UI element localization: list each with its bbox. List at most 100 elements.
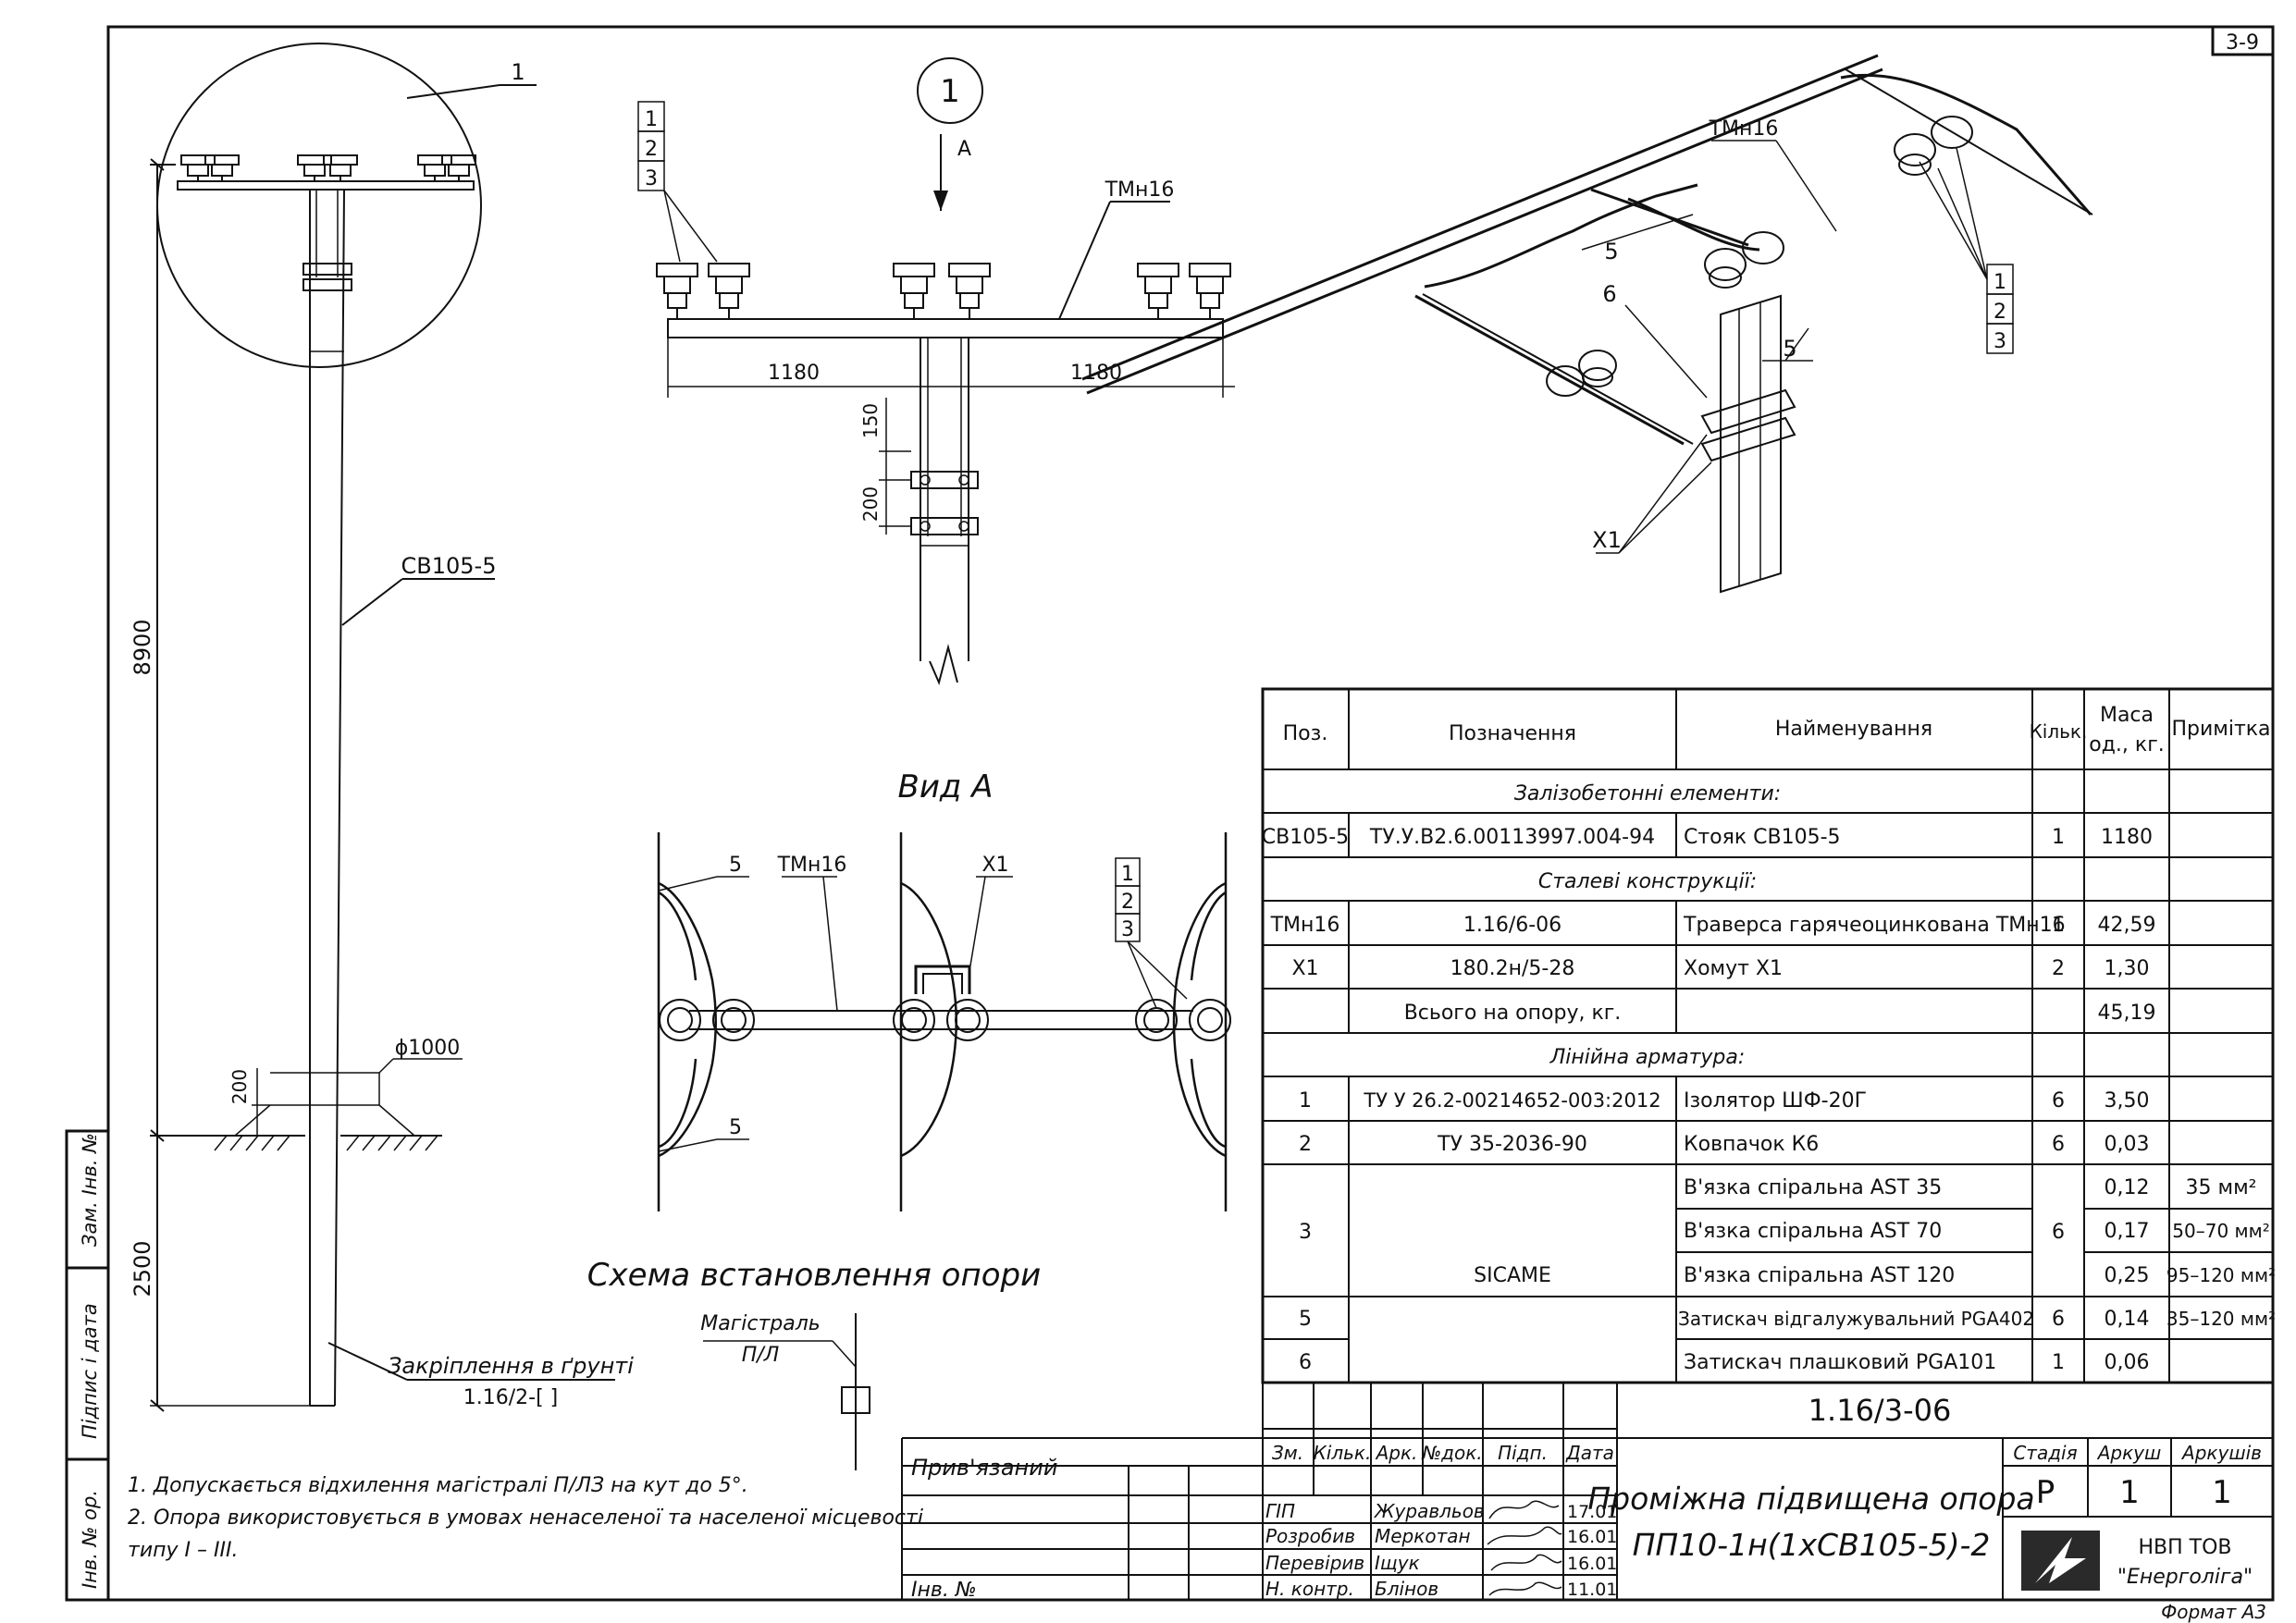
view-a-title: Вид А	[898, 768, 994, 805]
detail-callout-1: 1	[645, 108, 658, 131]
view-a: Вид А 5 5 ТМн16	[657, 768, 1231, 1211]
hdr-qty: Кільк.	[2030, 720, 2088, 743]
date-norm: 11.01	[1567, 1580, 1617, 1600]
hdr-pos: Поз.	[1283, 722, 1328, 745]
person-dev: Меркотан	[1375, 1525, 1471, 1547]
r7-mass: 0,14	[2105, 1308, 2150, 1331]
pole-callout-1: 1	[511, 59, 525, 85]
stamp-inv-orig: Інв. № ор.	[79, 1490, 101, 1589]
title-line-1: Проміжна підвищена опора	[1587, 1481, 2034, 1517]
r1-mass: 1180	[2101, 826, 2153, 849]
spec-table: Поз. Позначення Найменування Кільк. Маса…	[1261, 687, 2276, 1384]
person-norm: Блінов	[1375, 1578, 1438, 1600]
r6c-mass: 0,25	[2105, 1264, 2150, 1287]
hdr-note: Примітка	[2171, 718, 2270, 741]
r4-mass: 3,50	[2105, 1089, 2150, 1113]
hdr-designation: Позначення	[1449, 722, 1576, 745]
col-kilk: Кільк.	[1314, 1442, 1372, 1464]
iso-label-x1: Х1	[1592, 527, 1622, 553]
view-a-label-5b: 5	[729, 1116, 742, 1139]
r5-designation: ТУ 35-2036-90	[1437, 1133, 1587, 1156]
view-a-traverse-label: ТМн16	[777, 854, 847, 877]
r1-pos: СВ105-5	[1262, 826, 1349, 849]
note-3: типу I – III.	[128, 1539, 238, 1562]
detail-arrow-label: А	[957, 138, 971, 161]
r3-name: Хомут Х1	[1684, 957, 1783, 980]
iso-callout-3: 3	[1994, 330, 2006, 353]
stage-value: Р	[2036, 1474, 2055, 1511]
dim-200-clamp: 200	[859, 486, 882, 522]
r6b-mass: 0,17	[2105, 1220, 2150, 1243]
col-date: Дата	[1565, 1442, 1614, 1464]
r7-name: Затискач відгалужувальний PGA402	[1678, 1308, 2034, 1330]
view-a-label-5a: 5	[729, 854, 742, 877]
hdr-name: Найменування	[1775, 718, 1932, 741]
dim-diameter: ϕ1000	[395, 1037, 461, 1060]
inv-no-label: Інв. №	[911, 1579, 977, 1602]
company-logo-icon	[2021, 1531, 2100, 1591]
ground-hatch	[214, 1135, 438, 1151]
r4-qty: 6	[2052, 1089, 2065, 1113]
r8-pos: 6	[1299, 1351, 1312, 1374]
r1-designation: ТУ.У.В2.6.00113997.004-94	[1369, 826, 1655, 849]
section-steel: Сталеві конструкції:	[1538, 870, 1757, 893]
col-sign: Підп.	[1498, 1442, 1548, 1464]
notes: 1. Допускається відхилення магістралі П/…	[128, 1474, 923, 1562]
sheets-value: 1	[2212, 1474, 2232, 1511]
r2-name: Траверса гарячеоцинкована ТМн16	[1683, 914, 2066, 937]
total-label: Всього на опору, кг.	[1404, 1002, 1622, 1025]
r3-designation: 180.2н/5-28	[1450, 957, 1575, 980]
detail-callout-3: 3	[645, 167, 658, 191]
installation-scheme: Схема встановлення опори Магістраль П/Л	[587, 1257, 1041, 1470]
sheets-hdr: Аркушів	[2180, 1442, 2262, 1464]
sheet-code: 3-9	[2226, 31, 2259, 55]
r7-qty: 6	[2052, 1308, 2065, 1331]
view-a-callout-2: 2	[1121, 891, 1134, 914]
section-fittings: Лінійна арматура:	[1549, 1046, 1746, 1069]
view-a-label-x1: Х1	[981, 854, 1008, 877]
r8-mass: 0,06	[2105, 1351, 2150, 1374]
r3-pos: Х1	[1291, 957, 1318, 980]
iso-traverse-label: ТМн16	[1709, 117, 1779, 141]
r8-name: Затискач плашковий PGA101	[1684, 1351, 1996, 1374]
r6c-name: В'язка спіральна AST 120	[1684, 1264, 1955, 1287]
r6a-mass: 0,12	[2105, 1176, 2150, 1199]
stamp-repl-inv: Зам. Інв. №	[79, 1133, 101, 1247]
isometric-view: ТМн16 1 2 3 5 5 6 Х1	[1081, 54, 2093, 594]
dim-200-ground: 200	[228, 1069, 251, 1104]
side-stamp: Інв. № ор. Підпис і дата Зам. Інв. №	[65, 1129, 110, 1602]
stage-hdr: Стадія	[2013, 1442, 2077, 1464]
title-line-2: ПП10-1н(1хСВ105-5)-2	[1633, 1527, 1991, 1563]
iso-label-5b: 5	[1783, 336, 1796, 362]
detail-traverse-label: ТМн16	[1105, 178, 1175, 202]
sheet-hdr: Аркуш	[2096, 1442, 2162, 1464]
company-line-2: "Енерголіга"	[2117, 1566, 2253, 1589]
note-1: 1. Допускається відхилення магістралі П/…	[128, 1474, 748, 1497]
total-value: 45,19	[2098, 1002, 2156, 1025]
fixing-label: Закріплення в ґрунті	[388, 1353, 634, 1379]
r4-pos: 1	[1299, 1089, 1312, 1113]
role-check: Перевірив	[1265, 1552, 1364, 1574]
scheme-title: Схема встановлення опори	[587, 1257, 1041, 1294]
r6c-note: 95–120 мм²	[2166, 1264, 2276, 1286]
r3-mass: 1,30	[2105, 957, 2150, 980]
r2-designation: 1.16/6-06	[1463, 914, 1562, 937]
detail-1: 1 А 1 2 3 ТМн16	[637, 57, 1235, 686]
col-zm: Зм.	[1272, 1442, 1303, 1464]
view-a-callout-1: 1	[1121, 863, 1134, 886]
role-dev: Розробив	[1265, 1525, 1355, 1547]
r5-mass: 0,03	[2105, 1133, 2150, 1156]
doc-code: 1.16/3-06	[1808, 1393, 1952, 1428]
view-a-callout-3: 3	[1121, 918, 1134, 941]
hdr-mass: Маса	[2100, 704, 2154, 727]
view-a-insulators	[659, 999, 1231, 1041]
r5-qty: 6	[2052, 1133, 2065, 1156]
stamp-sign-date: Підпис і дата	[79, 1303, 101, 1439]
linked-label: Прив'язаний	[911, 1455, 1057, 1481]
sicame-label: SICAME	[1474, 1264, 1551, 1287]
r4-name: Ізолятор ШФ-20Г	[1684, 1089, 1867, 1113]
fixing-ref: 1.16/2-[ ]	[463, 1386, 559, 1409]
scheme-line-1: Магістраль	[700, 1312, 821, 1335]
r5-pos: 2	[1299, 1133, 1312, 1156]
dim-150: 150	[859, 403, 882, 438]
